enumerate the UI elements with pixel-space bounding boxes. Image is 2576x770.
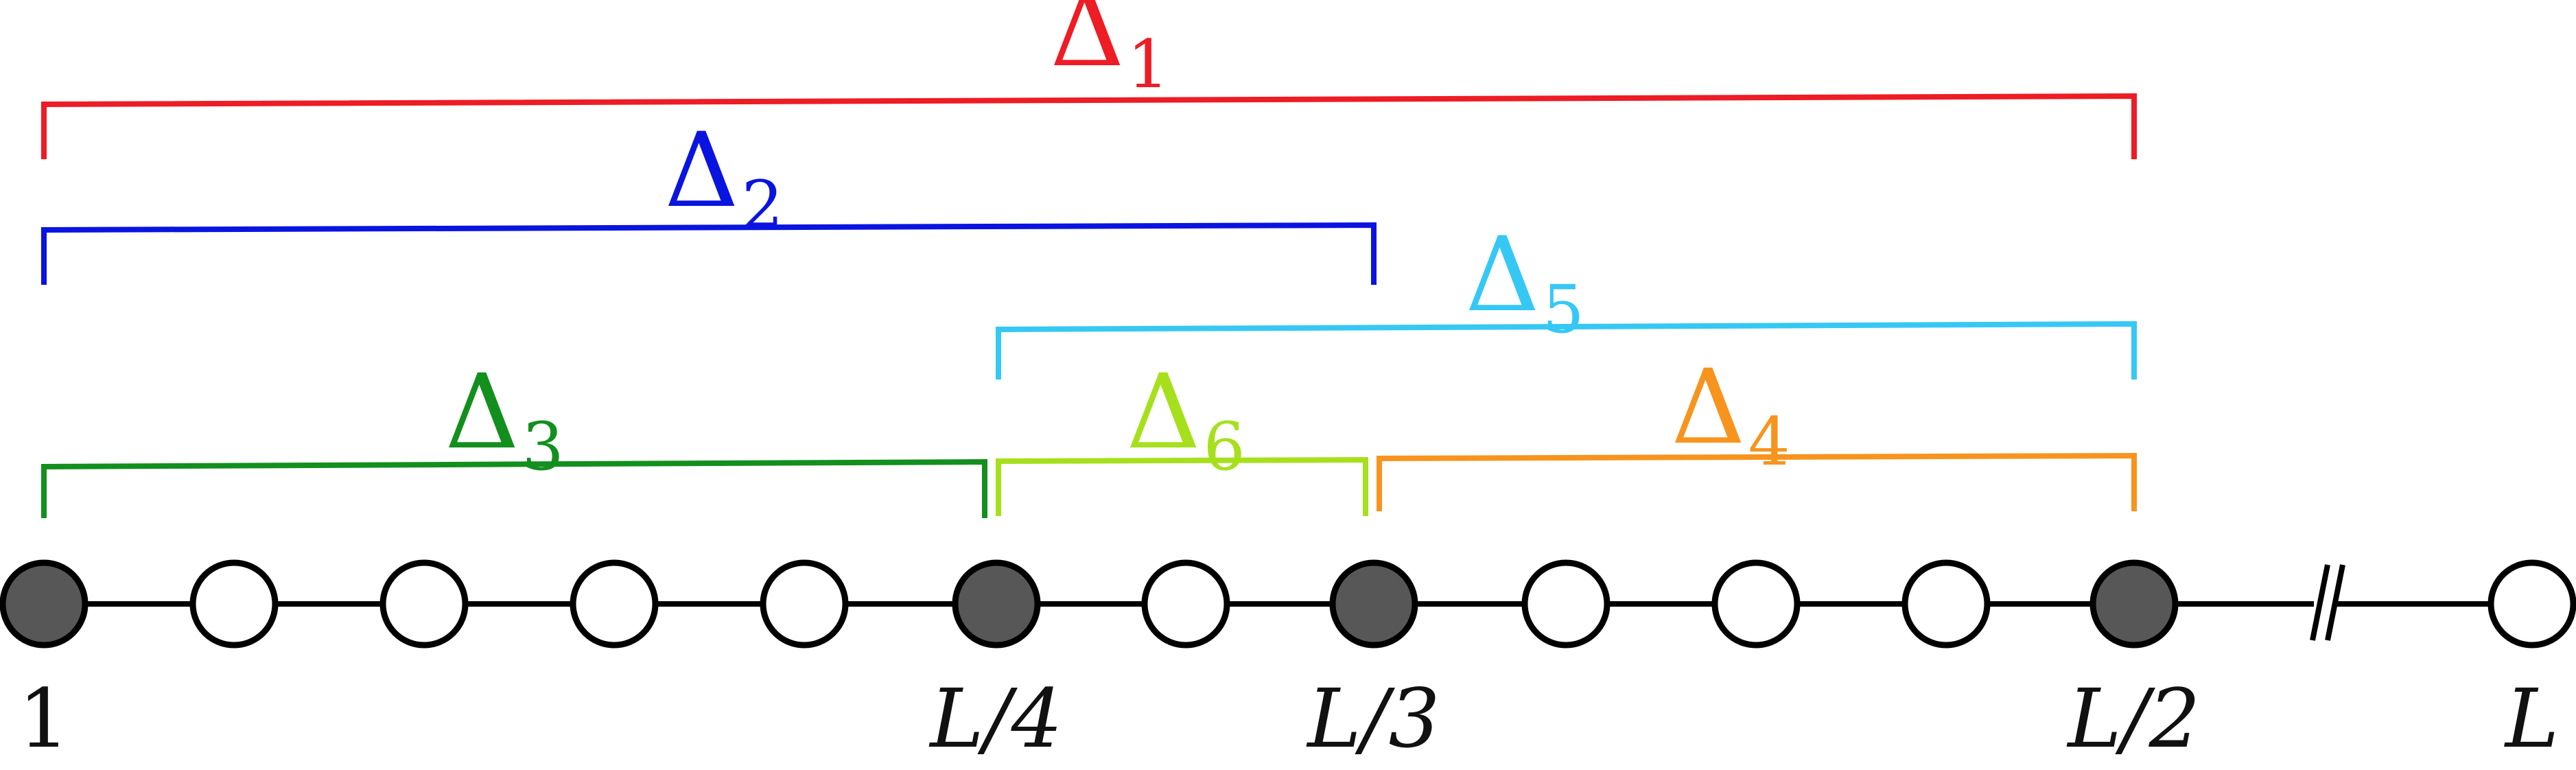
bracket-label: Δ5 bbox=[1465, 215, 1584, 348]
site-label-1: 1 bbox=[18, 671, 69, 766]
delta-subscript: 3 bbox=[522, 408, 564, 485]
site-filled bbox=[1329, 559, 1418, 649]
bracket-delta-3: Δ3 bbox=[41, 353, 987, 518]
delta-symbol: Δ bbox=[445, 353, 519, 472]
bracket-delta-5: Δ5 bbox=[996, 215, 2137, 380]
site-empty bbox=[2487, 559, 2576, 649]
delta-subscript: 1 bbox=[1127, 26, 1169, 103]
delta-symbol: Δ bbox=[1126, 353, 1200, 472]
site-empty bbox=[379, 559, 469, 649]
site-empty bbox=[1901, 559, 1991, 649]
sites bbox=[0, 559, 2576, 649]
bracket-line bbox=[41, 222, 1377, 285]
delta-subscript: 2 bbox=[742, 167, 784, 244]
delta-subscript: 6 bbox=[1204, 408, 1245, 485]
delta-symbol: Δ bbox=[1465, 215, 1539, 335]
delta-symbol: Δ bbox=[1050, 0, 1124, 90]
bracket-label: Δ3 bbox=[445, 353, 563, 485]
site-filled bbox=[952, 559, 1041, 649]
bracket-label: Δ4 bbox=[1671, 348, 1790, 480]
bracket-line bbox=[41, 93, 2137, 159]
site-label-third: L/3 bbox=[1306, 671, 1440, 766]
bracket-label: Δ2 bbox=[664, 111, 783, 244]
site-empty bbox=[1711, 559, 1801, 649]
bracket-line bbox=[1377, 452, 2137, 511]
bracket-delta-2: Δ2 bbox=[41, 111, 1377, 285]
delta-subscript: 4 bbox=[1748, 404, 1790, 480]
chain-break-mark bbox=[2325, 564, 2345, 641]
bracket-label: Δ1 bbox=[1050, 0, 1169, 103]
bracket-line bbox=[996, 320, 2137, 380]
site-filled bbox=[2089, 559, 2179, 649]
bracket-delta-4: Δ4 bbox=[1377, 348, 2137, 511]
site-empty bbox=[1521, 559, 1611, 649]
site-empty bbox=[1141, 559, 1230, 649]
delta-subscript: 5 bbox=[1543, 271, 1584, 348]
bracket-label: Δ6 bbox=[1126, 353, 1245, 485]
site-filled bbox=[0, 559, 89, 649]
bracket-line bbox=[41, 458, 987, 518]
delta-symbol: Δ bbox=[1671, 348, 1745, 467]
chain-break-mark bbox=[2310, 564, 2330, 641]
site-empty bbox=[760, 559, 849, 649]
site-labels: 1 L/4 L/3 L/2 L bbox=[18, 671, 2559, 766]
site-label-half: L/2 bbox=[2066, 671, 2200, 766]
chain bbox=[0, 559, 2576, 649]
site-label-L: L bbox=[2504, 671, 2559, 766]
bracket-delta-6: Δ6 bbox=[996, 353, 1368, 516]
bracket-delta-1: Δ1 bbox=[41, 0, 2137, 159]
site-label-quarter: L/4 bbox=[928, 671, 1062, 766]
bracket-line bbox=[996, 456, 1368, 516]
site-empty bbox=[570, 559, 659, 649]
site-empty bbox=[189, 559, 279, 649]
delta-symbol: Δ bbox=[664, 111, 738, 231]
